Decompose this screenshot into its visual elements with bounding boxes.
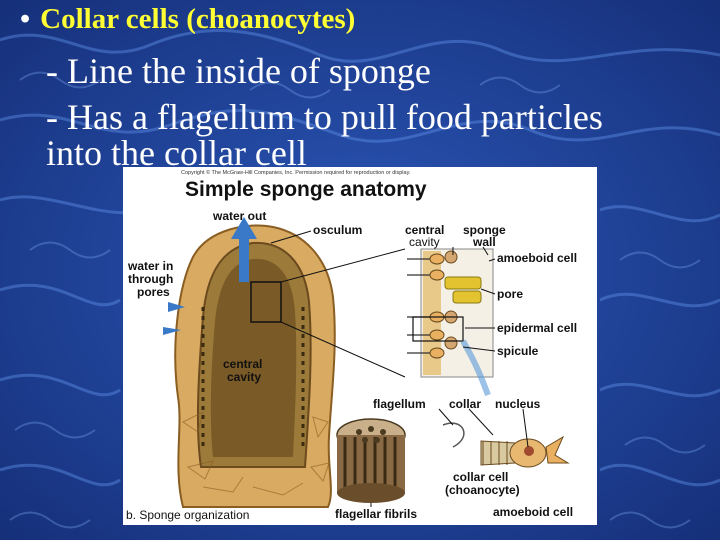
body-line-2: - Has a flagellum to pull food particles bbox=[46, 97, 603, 137]
bullet-heading-text: Collar cells (choanocytes) bbox=[40, 3, 356, 35]
label-central-cavity-1: central bbox=[223, 357, 262, 371]
label-water-in-2: through bbox=[128, 272, 173, 286]
label-central-cavity-top-1: central bbox=[405, 223, 444, 237]
water-in-arrows bbox=[163, 302, 185, 335]
figure-caption: b. Sponge organization bbox=[126, 508, 249, 522]
body-line-1: - Line the inside of sponge bbox=[46, 51, 431, 91]
sponge-anatomy-diagram: Copyright © The McGraw-Hill Companies, I… bbox=[126, 169, 577, 522]
label-collar-cell-2: (choanocyte) bbox=[445, 483, 520, 497]
label-water-in-3: pores bbox=[137, 285, 170, 299]
wall-cross-section bbox=[407, 248, 494, 378]
label-collar: collar bbox=[449, 397, 481, 411]
label-epidermal-cell: epidermal cell bbox=[497, 321, 577, 335]
water-out-arrow bbox=[231, 217, 257, 282]
label-collar-cell-1: collar cell bbox=[453, 470, 508, 484]
label-water-out: water out bbox=[212, 209, 266, 223]
figure-title: Simple sponge anatomy bbox=[185, 178, 427, 201]
label-water-in-1: water in bbox=[127, 259, 173, 273]
label-spicule: spicule bbox=[497, 344, 539, 358]
label-flagellum: flagellum bbox=[373, 397, 426, 411]
flagellar-fibrils-illustration bbox=[336, 418, 406, 503]
sponge-body bbox=[174, 224, 336, 508]
label-osculum: osculum bbox=[313, 223, 362, 237]
label-nucleus: nucleus bbox=[495, 397, 541, 411]
label-amoeboid-cell: amoeboid cell bbox=[497, 251, 577, 265]
label-sponge-wall-1: sponge bbox=[463, 223, 506, 237]
figure-labels: water out osculum central cavity sponge … bbox=[126, 209, 577, 522]
figure-copyright: Copyright © The McGraw-Hill Companies, I… bbox=[181, 169, 411, 176]
bullet-heading: • Collar cells (choanocytes) bbox=[20, 3, 355, 36]
collar-cell-illustration bbox=[442, 422, 570, 468]
sponge-anatomy-figure: Copyright © The McGraw-Hill Companies, I… bbox=[123, 167, 597, 525]
label-amoeboid-cell-bottom: amoeboid cell bbox=[493, 505, 573, 519]
label-pore: pore bbox=[497, 287, 523, 301]
label-central-cavity-top-2: cavity bbox=[409, 235, 440, 249]
body-line-3: into the collar cell bbox=[46, 133, 307, 173]
bullet-icon: • bbox=[20, 3, 31, 35]
label-central-cavity-2: cavity bbox=[227, 370, 261, 384]
label-flagellar-fibrils: flagellar fibrils bbox=[335, 507, 417, 521]
label-leader-lines bbox=[270, 230, 529, 507]
label-sponge-wall-2: wall bbox=[472, 235, 496, 249]
